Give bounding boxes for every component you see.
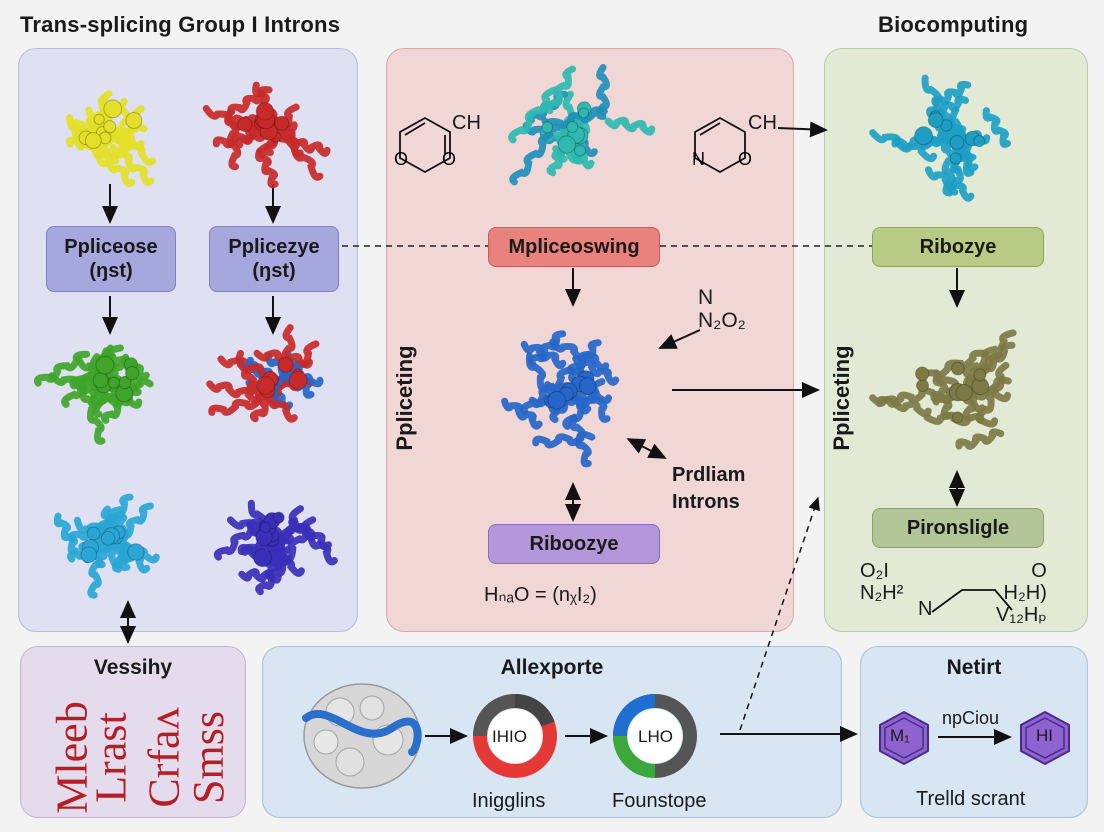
blue-protein <box>501 330 620 468</box>
cyan-protein <box>53 493 160 599</box>
red-blue-protein <box>206 324 324 423</box>
trelld-scrant-caption: Trelld scrant <box>916 788 1026 810</box>
ring-chart-1 <box>473 693 557 778</box>
svg-text:O: O <box>738 149 752 169</box>
caption-founstope: Founstope <box>612 790 707 812</box>
ppliceose-box[interactable]: Ppliceose (ŋst) <box>46 226 176 292</box>
hex2-label: HI <box>1036 726 1053 745</box>
teal-protein <box>508 64 656 186</box>
globular-protein <box>302 683 422 789</box>
bottom-left-panel <box>20 646 246 818</box>
olive-protein <box>869 329 1017 450</box>
riboozye-box[interactable]: Riboozye <box>488 524 660 564</box>
red-protein <box>202 81 331 189</box>
formula-n2o2: N N₂O₂ <box>698 286 746 333</box>
caption-inigglins: Inigglins <box>472 790 546 812</box>
allexporte-title: Allexporte <box>500 656 604 679</box>
equation: HₙₐO = (nᵪI₂) <box>484 584 597 606</box>
oxazine-ring <box>694 116 746 174</box>
indigo-protein <box>213 499 338 596</box>
arrow-label: npCiou <box>942 708 1000 728</box>
ribozye-box[interactable]: Ribozye <box>872 227 1044 267</box>
prdliam-introns-label: Prdliam Introns <box>672 464 746 513</box>
yellow-protein <box>65 90 157 188</box>
heading-trans-splicing: Trans-splicing Group I Introns <box>20 12 341 37</box>
formula-right: O H₂H) V₁₂Hₚ <box>996 560 1047 626</box>
formula-left: O₂I N₂H² <box>860 560 904 604</box>
svg-text:O: O <box>442 149 456 169</box>
pironsligle-box[interactable]: Pironsligle <box>872 508 1044 548</box>
ring1-label: IHIO <box>492 727 527 746</box>
pplicezye-box[interactable]: Pplicezye (ŋst) <box>209 226 339 292</box>
vessihy-title: Vessihy <box>93 656 173 679</box>
ring-ch-left: CH <box>452 112 481 134</box>
svg-text:N: N <box>692 149 705 169</box>
heading-biocomputing: Biocomputing <box>878 12 1029 37</box>
cyan-top-right-protein <box>869 74 1011 202</box>
svg-text:O: O <box>394 149 408 169</box>
netirt-title: Netirt <box>946 656 1002 679</box>
ring2-label: LHO <box>638 727 673 746</box>
hex1-label: M₁ <box>890 726 910 745</box>
formula-n: N <box>918 598 933 620</box>
ring-chart-2 <box>613 694 697 778</box>
mpliceoswing-box[interactable]: Mpliceoswing <box>488 227 660 267</box>
green-protein <box>33 344 154 445</box>
ring-ch-right: CH <box>748 112 777 134</box>
dioxine-ring <box>399 116 451 174</box>
